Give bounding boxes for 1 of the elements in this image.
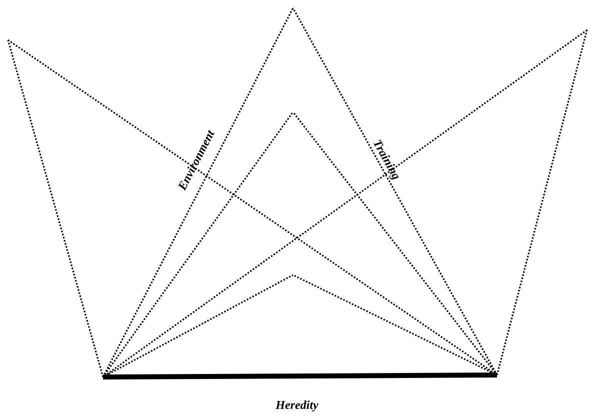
line-label: Heredity: [276, 400, 318, 412]
